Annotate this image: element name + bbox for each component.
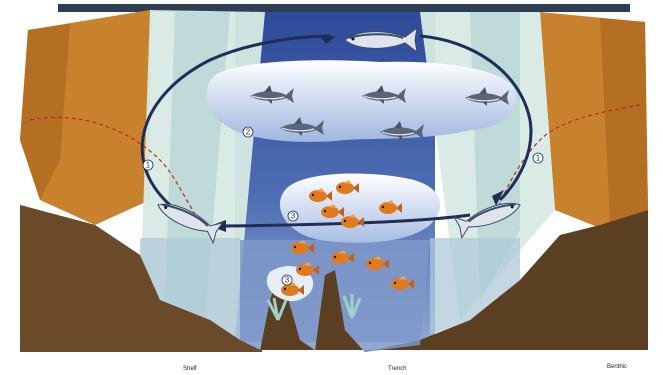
label-shelf: Shelf — [183, 366, 197, 372]
pelagic-zone — [207, 60, 516, 142]
marker-1-left: 1 — [143, 160, 153, 170]
svg-text:2: 2 — [246, 128, 251, 137]
label-trench: Trench — [388, 366, 406, 372]
reef-zone — [280, 174, 440, 243]
svg-text:3: 3 — [291, 212, 296, 221]
marker-1-right: 1 — [533, 153, 543, 163]
header-bar — [58, 4, 630, 12]
svg-text:1: 1 — [146, 161, 151, 170]
label-benthic: Benthic — [607, 364, 627, 370]
marker-3-bottom: 3 — [282, 275, 292, 285]
svg-text:3: 3 — [285, 276, 290, 285]
marker-2: 2 — [243, 127, 253, 137]
marker-3: 3 — [288, 211, 298, 221]
svg-text:1: 1 — [536, 154, 541, 163]
